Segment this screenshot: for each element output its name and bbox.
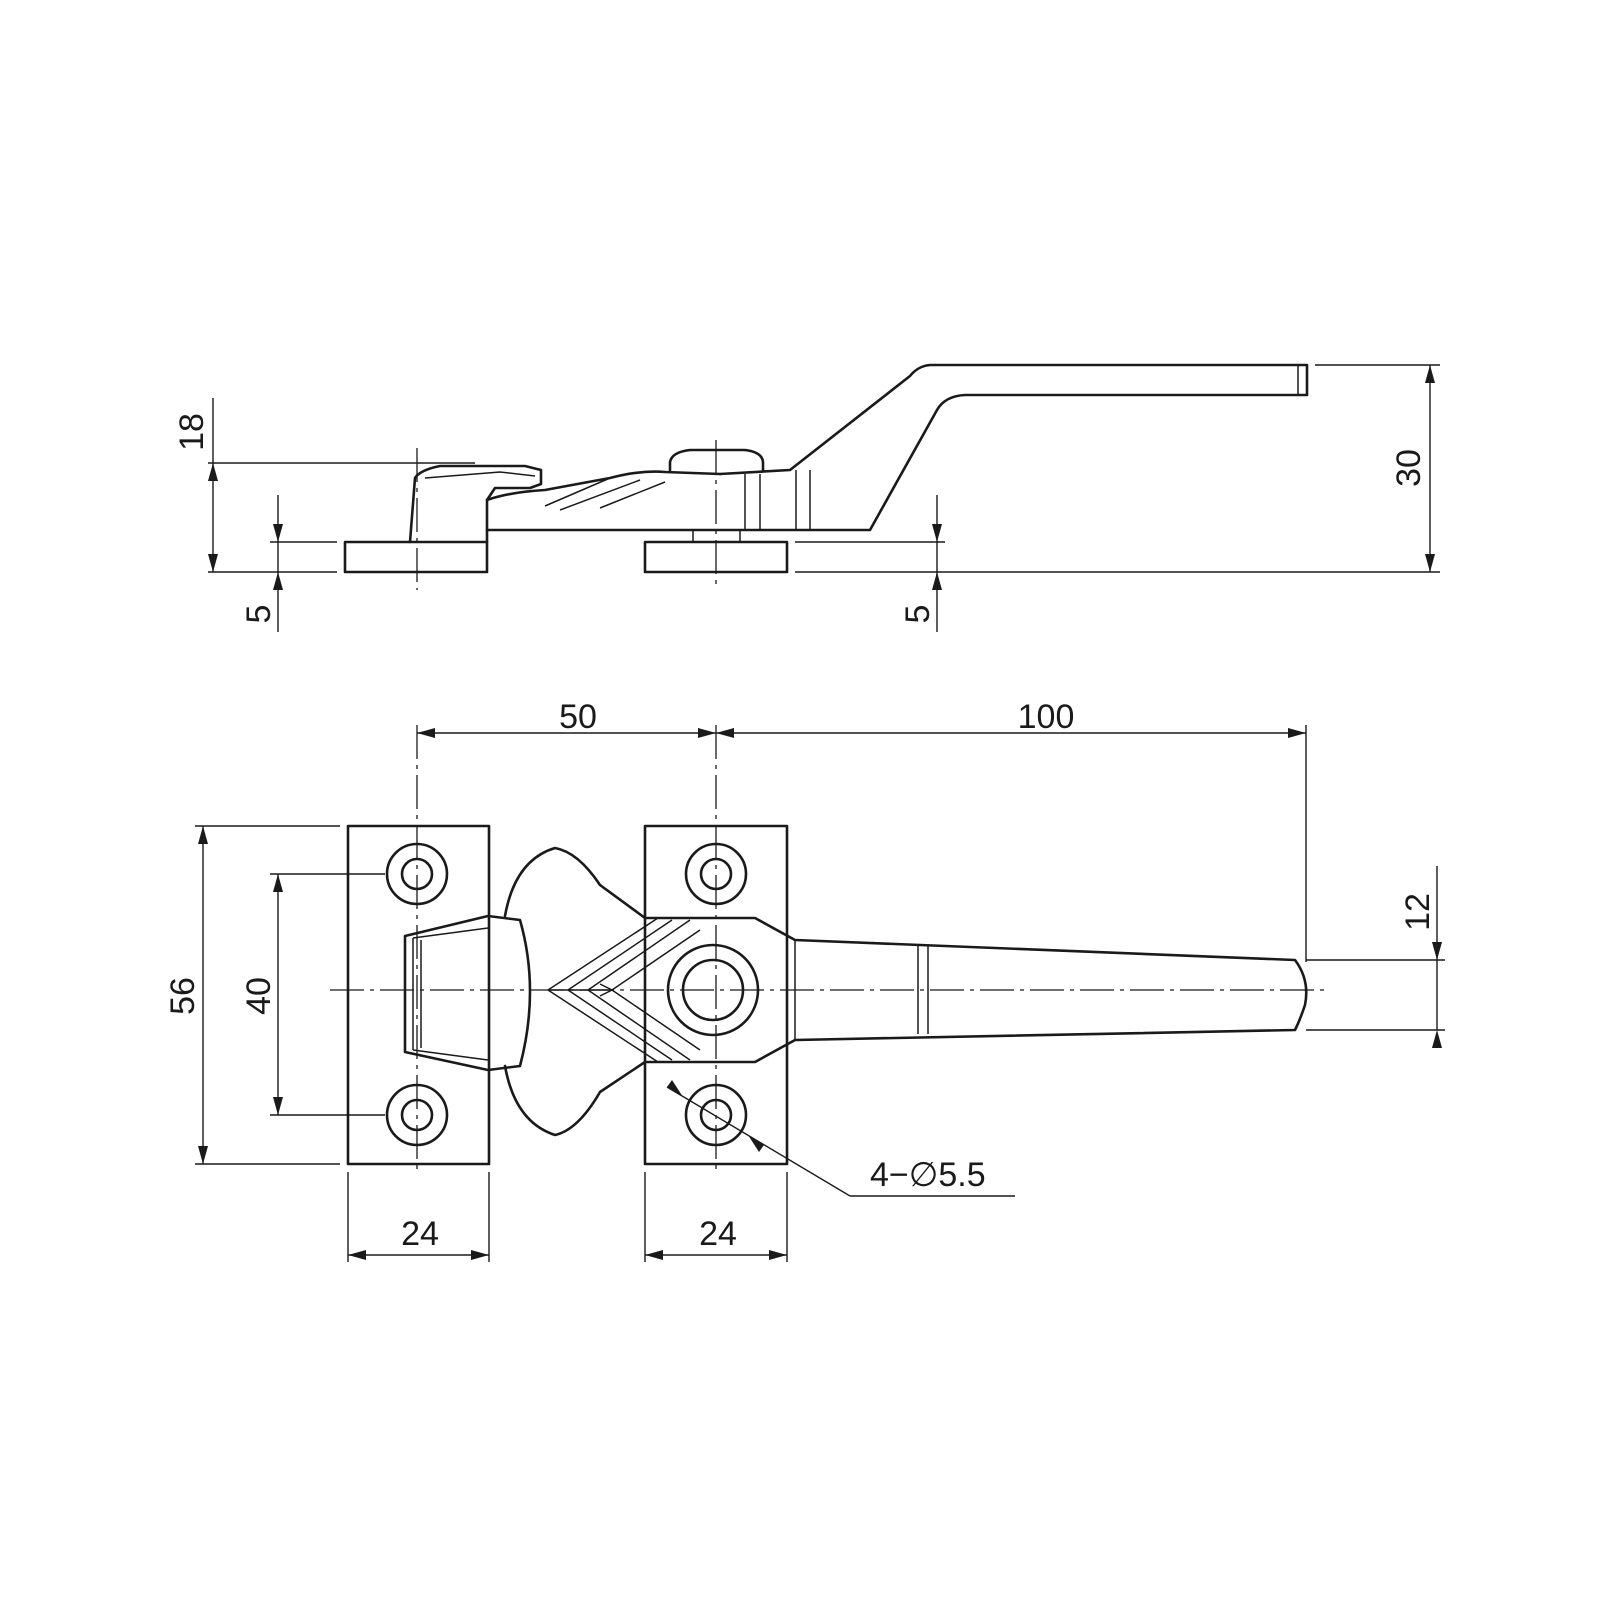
dim-18-label: 18 bbox=[173, 413, 211, 451]
dim-50-label: 50 bbox=[559, 698, 597, 736]
dim-40-label: 40 bbox=[240, 977, 278, 1015]
dim-5-left-label: 5 bbox=[240, 605, 278, 624]
dim-24-left-label: 24 bbox=[401, 1215, 439, 1253]
hole-callout-label: 4−∅5.5 bbox=[870, 1156, 986, 1194]
side-pivot-boss bbox=[668, 448, 765, 472]
side-left-base-plate bbox=[343, 540, 489, 574]
dim-5-right-label: 5 bbox=[899, 605, 937, 624]
dim-56-label: 56 bbox=[164, 977, 202, 1015]
top-left-mounting-plate bbox=[346, 824, 491, 1166]
top-view: 50 100 56 40 12 24 bbox=[164, 698, 1445, 1262]
side-handle-body bbox=[485, 363, 1309, 532]
cam-v-profile bbox=[547, 917, 701, 1063]
keeper-hook bbox=[403, 914, 532, 1072]
side-wedge-cam bbox=[485, 470, 722, 502]
dim-12-label: 12 bbox=[1399, 893, 1437, 931]
dim-30-label: 30 bbox=[1390, 449, 1428, 487]
latch-body bbox=[503, 846, 1308, 1137]
dim-24-right-label: 24 bbox=[699, 1215, 737, 1253]
side-view: 18 5 5 30 bbox=[173, 363, 1440, 632]
dim-100-label: 100 bbox=[1018, 698, 1075, 736]
